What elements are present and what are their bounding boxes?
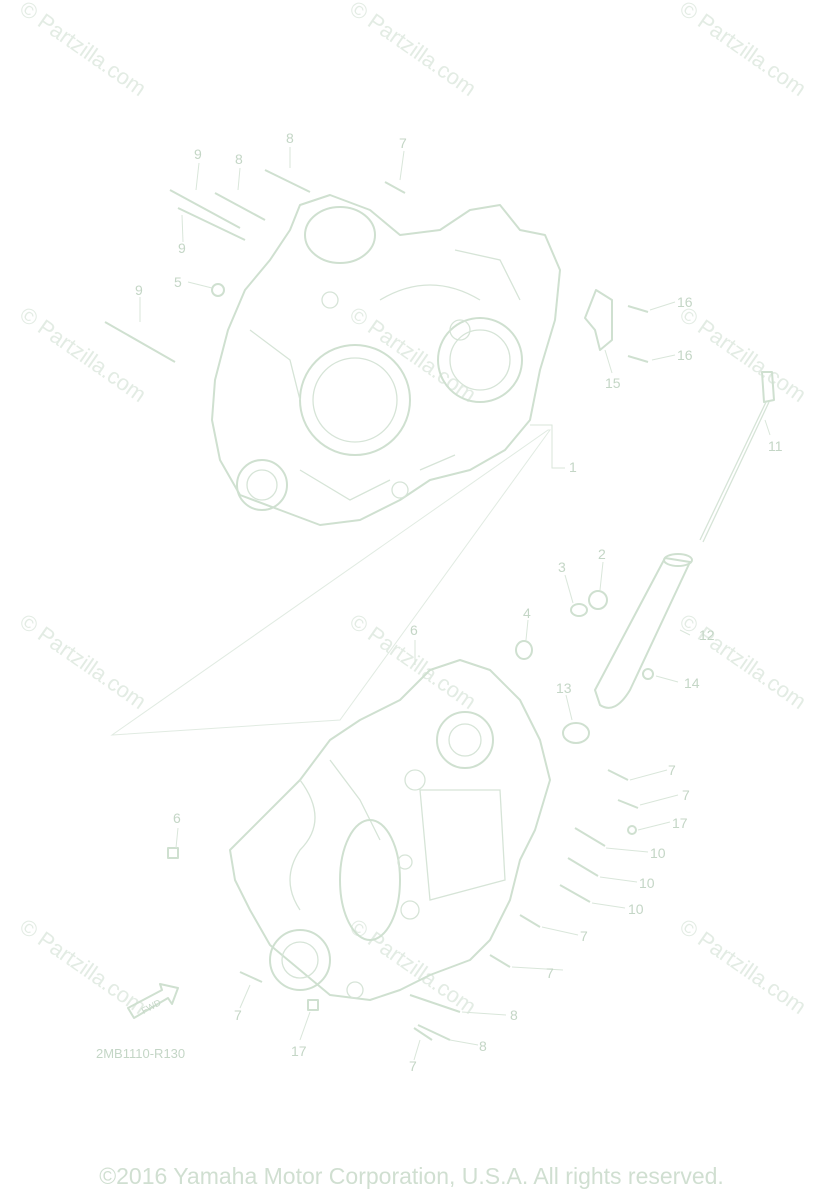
callout-15: 15	[605, 375, 621, 391]
callout-11: 11	[768, 438, 783, 454]
watermark: © Partzilla.com	[345, 914, 481, 1020]
watermark: © Partzilla.com	[345, 302, 481, 408]
callout-7: 7	[580, 928, 588, 944]
diagram-code: 2MB1110-R130	[96, 1046, 185, 1061]
watermark: © Partzilla.com	[15, 0, 151, 101]
callout-13: 13	[556, 680, 572, 696]
callout-14: 14	[684, 675, 700, 691]
callout-6: 6	[173, 810, 181, 826]
callout-10: 10	[628, 901, 644, 917]
callout-7: 7	[682, 787, 690, 803]
callout-7: 7	[668, 762, 676, 778]
callout-7: 7	[409, 1058, 417, 1074]
callout-10: 10	[639, 875, 655, 891]
callout-6: 6	[410, 622, 418, 638]
callout-10: 10	[650, 845, 666, 861]
callout-9: 9	[194, 146, 202, 162]
callout-8: 8	[235, 151, 243, 167]
leader-lines	[110, 147, 771, 1061]
watermark: © Partzilla.com	[15, 609, 151, 715]
callout-7: 7	[546, 965, 554, 981]
callouts: 8 7 9 8 9 5 9 16 16 15 11 1 2 3 4 12 13 …	[135, 130, 783, 1074]
watermark: © Partzilla.com	[15, 302, 151, 408]
callout-16: 16	[677, 294, 693, 310]
callout-9: 9	[178, 240, 186, 256]
callout-7: 7	[399, 135, 407, 151]
callout-12: 12	[699, 627, 715, 643]
callout-3: 3	[558, 559, 566, 575]
copyright-notice: ©2016 Yamaha Motor Corporation, U.S.A. A…	[99, 1163, 724, 1189]
watermark: © Partzilla.com	[675, 0, 811, 101]
watermark: © Partzilla.com	[675, 302, 811, 408]
callout-9: 9	[135, 282, 143, 298]
callout-4: 4	[523, 605, 531, 621]
watermark: © Partzilla.com	[675, 609, 811, 715]
watermark: © Partzilla.com	[15, 914, 151, 1020]
watermark: © Partzilla.com	[675, 914, 811, 1020]
callout-2: 2	[598, 546, 606, 562]
callout-8: 8	[479, 1038, 487, 1054]
watermark-layer: © Partzilla.com © Partzilla.com © Partzi…	[15, 0, 811, 1019]
callout-8: 8	[510, 1007, 518, 1023]
callout-8: 8	[286, 130, 294, 146]
crankcase-lower-half	[229, 659, 551, 1001]
callout-5: 5	[174, 274, 182, 290]
watermark: © Partzilla.com	[345, 0, 481, 101]
crankcase-upper-half	[211, 194, 561, 526]
callout-1: 1	[569, 459, 577, 475]
callout-17: 17	[291, 1043, 307, 1059]
callout-16: 16	[677, 347, 693, 363]
callout-17: 17	[672, 815, 688, 831]
callout-7: 7	[234, 1007, 242, 1023]
small-parts	[104, 169, 775, 1041]
